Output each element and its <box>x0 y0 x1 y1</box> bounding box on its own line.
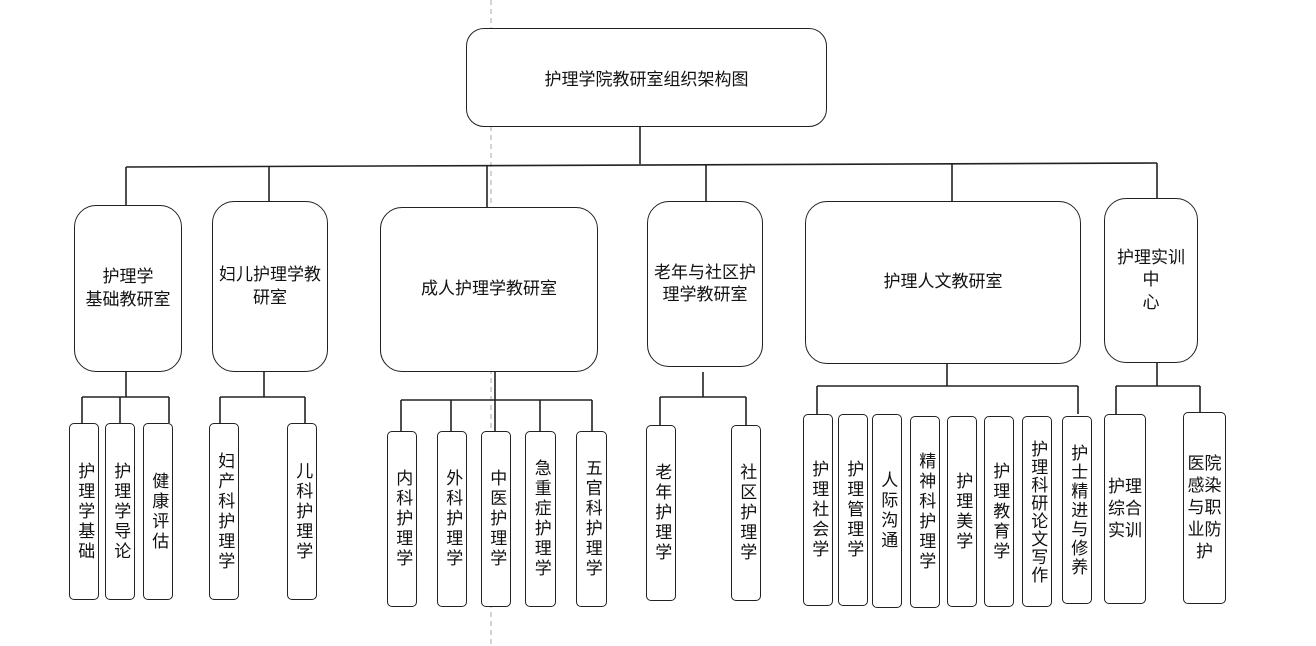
dept-label-line2: 理学教研室 <box>662 285 748 305</box>
root-node: 护理学院教研室组织架构图 <box>466 28 827 127</box>
course-node: 护理科研论文写作 <box>1022 416 1052 607</box>
root-label: 护理学院教研室组织架构图 <box>544 70 749 90</box>
course-node: 五官科护理学 <box>576 431 607 607</box>
dept-nursing-humanities: 护理人文教研室 <box>805 201 1081 364</box>
course-node: 急重症护理学 <box>525 431 556 607</box>
dept-training-center: 护理实训中 心 <box>1104 198 1198 363</box>
course-node: 社区护理学 <box>731 425 761 601</box>
dept-label-line1: 护理学 <box>102 267 154 288</box>
dept-nursing-fundamentals: 护理学 基础教研室 <box>74 205 182 372</box>
dept-label-line1: 护理实训中 <box>1117 248 1185 291</box>
course-node: 内科护理学 <box>387 431 417 607</box>
course-node: 医院感染与职业防护 <box>1183 412 1226 604</box>
dept-label-line2: 心 <box>1142 292 1160 313</box>
dept-label-line2: 基础教研室 <box>85 289 171 310</box>
course-node: 老年护理学 <box>646 425 676 601</box>
course-node: 精神科护理学 <box>910 416 940 608</box>
course-node: 护理学基础 <box>69 423 99 600</box>
course-node: 健康评估 <box>143 423 173 600</box>
course-node: 儿科护理学 <box>287 423 317 600</box>
course-node: 护士精进与修养 <box>1062 416 1092 604</box>
dept-label-line1: 老年与社区护 <box>654 262 756 283</box>
dept-label-line1: 妇儿护理学教 <box>219 265 321 286</box>
dept-adult-nursing: 成人护理学教研室 <box>380 207 598 372</box>
course-node: 护理教育学 <box>984 416 1014 607</box>
main-horizontal-connector <box>125 162 1158 168</box>
course-node: 护理综合实训 <box>1104 414 1146 604</box>
course-node: 中医护理学 <box>481 431 511 607</box>
course-node: 护理管理学 <box>838 414 868 606</box>
course-node: 外科护理学 <box>437 431 467 607</box>
dept-maternal-child: 妇儿护理学教 研室 <box>212 201 328 372</box>
dept-label: 护理人文教研室 <box>883 272 1003 293</box>
course-node: 人际沟通 <box>872 414 902 608</box>
dept-label-line2: 研室 <box>253 287 287 308</box>
dept-label: 成人护理学教研室 <box>421 279 557 300</box>
course-node: 妇产科护理学 <box>209 423 239 600</box>
course-node: 护理美学 <box>947 416 977 607</box>
course-node: 护理社会学 <box>803 414 833 606</box>
course-node: 护理学导论 <box>105 423 135 600</box>
dept-geriatric-community: 老年与社区护 理学教研室 <box>647 201 763 367</box>
